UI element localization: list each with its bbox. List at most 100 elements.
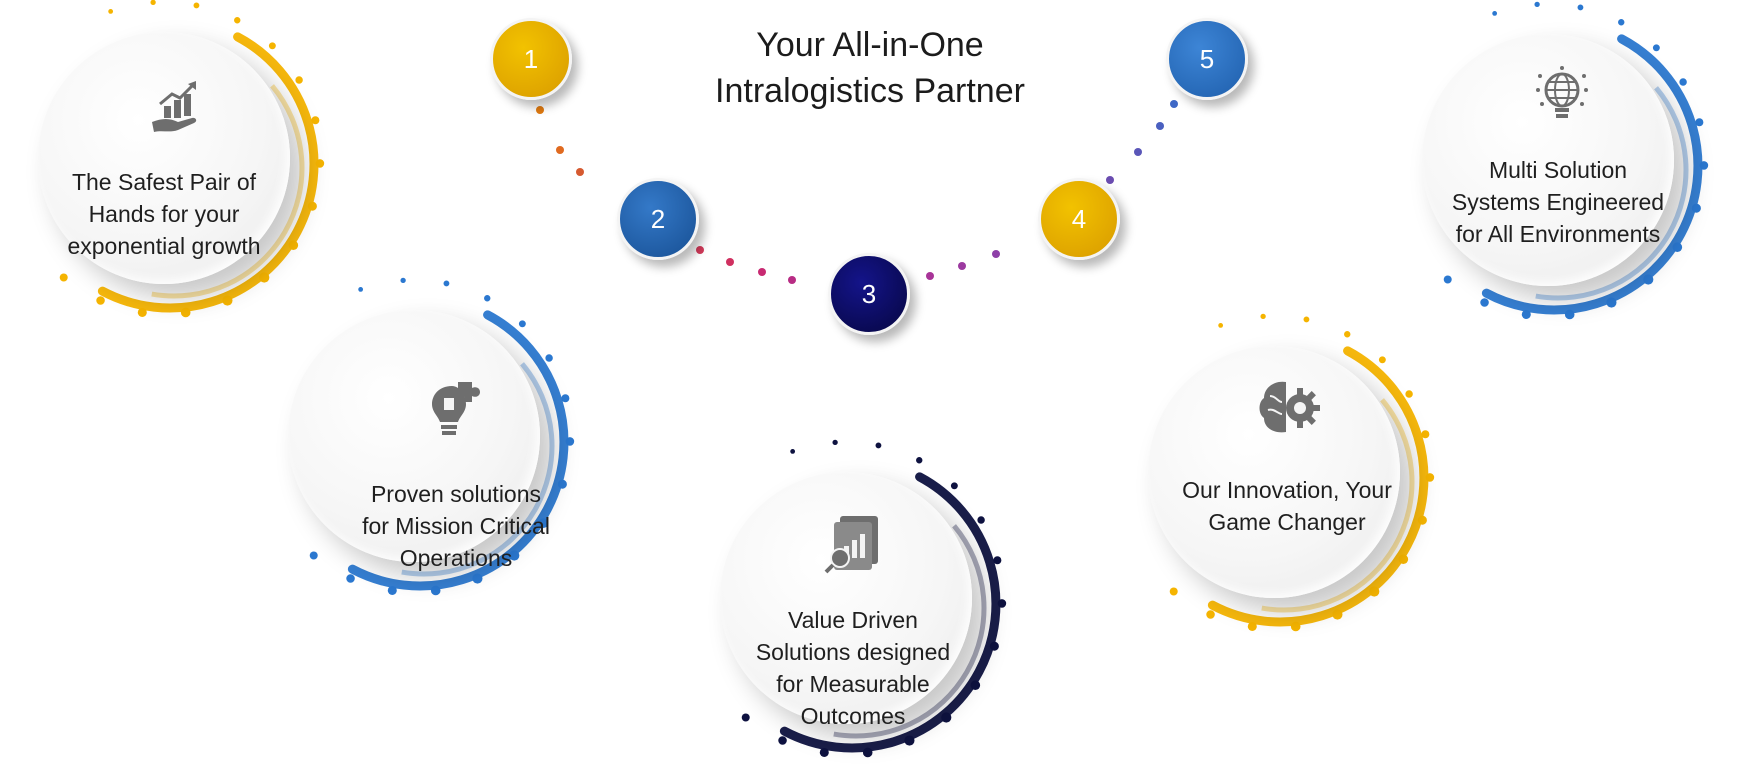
puzzle-lightbulb-icon [432, 382, 480, 435]
connector-dot [696, 246, 704, 254]
page-title: Your All-in-One Intralogistics Partner [715, 26, 1025, 110]
ring-dot [1206, 610, 1215, 619]
connector-dot [1106, 176, 1114, 184]
ring-dot [346, 574, 355, 583]
ring-dot [311, 116, 320, 125]
ring-arc-3 [779, 472, 1001, 753]
ring-dot [150, 0, 156, 6]
ring-arc-shadow-5 [1535, 86, 1689, 301]
ring-dot [222, 295, 233, 306]
feature-card-3-text: Value Driven Solutions designed for Meas… [755, 607, 951, 729]
ring-dot [1218, 323, 1224, 328]
ring-dot [387, 585, 397, 596]
ring-dot [1534, 1, 1540, 8]
connector-dot [958, 262, 966, 270]
ring-dot [1425, 473, 1435, 482]
ring-dot [1521, 309, 1531, 320]
ring-dot [295, 76, 303, 84]
connector-dot [556, 146, 564, 154]
ring-dot [518, 320, 526, 328]
ring-dot [193, 2, 200, 9]
globe-lightbulb-icon [1536, 66, 1588, 118]
ring-dot [1672, 242, 1683, 253]
ring-dot [989, 641, 999, 651]
ring-dot [561, 394, 570, 403]
ring-dot [1695, 118, 1704, 127]
connector-dot [1156, 122, 1164, 130]
step-badge-1: 1 [490, 18, 572, 100]
connector-dot [1170, 100, 1178, 108]
hand-growth-chart-icon [152, 81, 197, 132]
ring-dot [1260, 313, 1266, 320]
report-magnifier-icon [824, 516, 878, 574]
feature-card-5-text: Multi Solution Systems Engineered for Al… [1451, 157, 1665, 247]
connector-dot [1134, 148, 1142, 156]
ring-dot [1398, 554, 1409, 565]
ring-dot [268, 42, 276, 50]
ring-dot [1643, 274, 1654, 285]
ring-dot [970, 680, 981, 691]
ring-dot [1691, 203, 1701, 213]
ring-dot [108, 9, 114, 14]
ring-dot [977, 516, 985, 524]
ring-dot [430, 585, 441, 596]
ring-dot [916, 457, 923, 464]
ring-dot [137, 307, 147, 318]
ring-dot [1618, 19, 1625, 26]
ring-dot [950, 482, 958, 490]
brain-gear-icon [1259, 381, 1320, 433]
feature-card-1 [38, 32, 290, 284]
ring-arc-shadow-1 [151, 84, 305, 299]
ring-dot [1443, 275, 1452, 284]
ring-dot [443, 280, 450, 287]
step-badge-5: 5 [1166, 18, 1248, 100]
ring-dot [941, 712, 952, 723]
ring-dot [234, 17, 241, 24]
ring-dot [1378, 356, 1386, 364]
step-badge-3: 3 [828, 253, 910, 335]
ring-dot [1344, 331, 1351, 338]
ring-arc-4 [1207, 346, 1428, 627]
ring-dot [472, 573, 483, 584]
ring-dot [1169, 587, 1178, 596]
ring-dot [741, 713, 750, 722]
ring-dot [778, 736, 787, 745]
connector-dot [992, 250, 1000, 258]
ring-dot [1564, 309, 1575, 320]
ring-dot [993, 556, 1002, 565]
ring-dot [358, 287, 364, 292]
ring-dot [875, 442, 882, 449]
connector-dot [926, 272, 934, 280]
ring-dot [96, 296, 105, 305]
ring-dot [790, 449, 796, 454]
ring-dot [400, 277, 406, 284]
feature-card-1-text: The Safest Pair of Hands for your expone… [67, 169, 261, 259]
ring-dot [1369, 586, 1380, 597]
ring-dot [904, 735, 915, 746]
ring-dot [1652, 44, 1660, 52]
ring-arc-shadow-2 [401, 362, 555, 577]
ring-dot [1492, 11, 1498, 16]
ring-arc-shadow-3 [833, 524, 987, 739]
ring-dot [1332, 609, 1343, 620]
feature-card-2-text: Proven solutions for Mission Critical Op… [362, 481, 550, 571]
ring-dot [307, 201, 317, 211]
ring-dot [1699, 161, 1709, 170]
ring-dot [557, 479, 567, 489]
ring-arc-shadow-4 [1261, 398, 1415, 613]
ring-dot [819, 747, 829, 758]
feature-card-5 [1422, 34, 1674, 286]
ring-dot [1303, 316, 1310, 323]
step-badge-4: 4 [1038, 178, 1120, 260]
ring-dot [862, 747, 873, 758]
connector-dot [758, 268, 766, 276]
ring-dot [1577, 4, 1584, 11]
ring-dot [1679, 78, 1687, 86]
connector-dot [536, 106, 544, 114]
ring-dot [565, 437, 575, 446]
connector-dot [576, 168, 584, 176]
ring-dot [509, 550, 520, 561]
feature-card-3 [720, 472, 972, 724]
ring-dot [315, 159, 325, 168]
ring-dot [1417, 515, 1427, 525]
